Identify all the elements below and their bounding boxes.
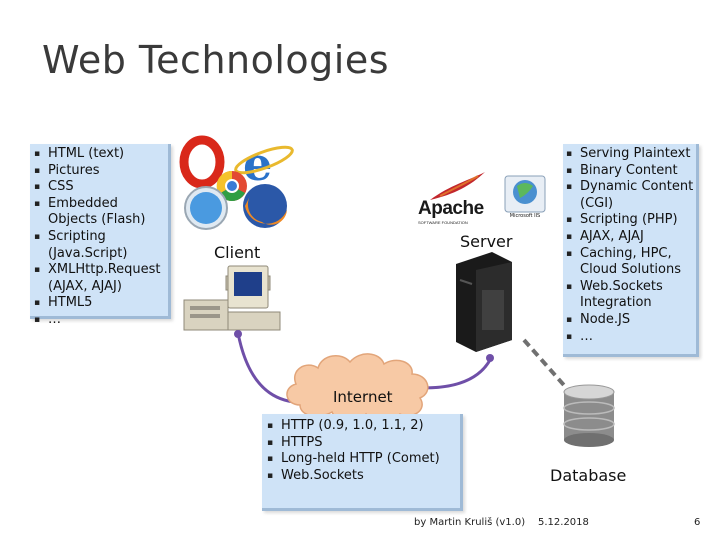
client-technologies-box: HTML (text) Pictures CSS Embedded Object… (30, 144, 171, 328)
server-db-connector (522, 338, 572, 394)
list-item: HTTPS (267, 435, 457, 452)
list-item: HTTP (0.9, 1.0, 1.1, 2) (267, 418, 457, 435)
opera-logo-icon (179, 135, 225, 189)
list-item: Web.Sockets Integration (566, 279, 694, 312)
list-item: HTML5 (34, 295, 166, 312)
list-item: Serving Plaintext (566, 146, 694, 163)
server-technologies-list: Serving Plaintext Binary Content Dynamic… (566, 146, 694, 345)
list-item: Embedded Objects (Flash) (34, 196, 166, 229)
protocol-list: HTTP (0.9, 1.0, 1.1, 2) HTTPS Long-held … (267, 418, 457, 484)
list-item: Long-held HTTP (Comet) (267, 451, 457, 468)
ie-logo-icon: e (243, 137, 272, 191)
apache-logo-text: Apache SOFTWARE FOUNDATION (418, 198, 484, 225)
apache-label: Apache (418, 198, 484, 219)
database-icon (563, 384, 615, 447)
browser-logos: e (179, 135, 294, 230)
list-item: Scripting (Java.Script) (34, 229, 166, 262)
list-item: Binary Content (566, 163, 694, 180)
protocol-box: HTTP (0.9, 1.0, 1.1, 2) HTTPS Long-held … (262, 414, 463, 511)
list-item: Dynamic Content (CGI) (566, 179, 694, 212)
iis-logo-icon (504, 175, 546, 213)
footer-author: by Martin Kruliš (v1.0) (414, 517, 526, 528)
list-item: Caching, HPC, Cloud Solutions (566, 246, 694, 279)
client-computer-icon (183, 265, 281, 331)
list-item: … (566, 329, 694, 346)
safari-logo-icon (184, 186, 228, 230)
list-item: Web.Sockets (267, 468, 457, 485)
internet-label: Internet (333, 388, 393, 406)
footer-date: 5.12.2018 (538, 517, 589, 528)
server-technologies-box: Serving Plaintext Binary Content Dynamic… (563, 144, 699, 357)
list-item: Node.JS (566, 312, 694, 329)
apache-feather-icon (430, 172, 485, 200)
server-label: Server (460, 232, 513, 251)
chrome-logo-icon (216, 170, 247, 202)
list-item: XMLHttp.Request (AJAX, AJAJ) (34, 262, 166, 295)
list-item: HTML (text) (34, 146, 166, 163)
list-item: Scripting (PHP) (566, 212, 694, 229)
client-technologies-list: HTML (text) Pictures CSS Embedded Object… (34, 146, 166, 329)
list-item: CSS (34, 179, 166, 196)
firefox-logo-icon (243, 184, 287, 228)
footer-page-number: 6 (694, 517, 701, 528)
database-label: Database (550, 466, 627, 485)
list-item: … (34, 312, 166, 329)
client-label: Client (214, 243, 261, 262)
iis-label: Microsoft IIS (509, 213, 541, 219)
apache-sub-label: SOFTWARE FOUNDATION (418, 220, 468, 225)
server-tower-icon (456, 252, 512, 352)
slide-title: Web Technologies (42, 38, 390, 82)
list-item: AJAX, AJAJ (566, 229, 694, 246)
list-item: Pictures (34, 163, 166, 180)
